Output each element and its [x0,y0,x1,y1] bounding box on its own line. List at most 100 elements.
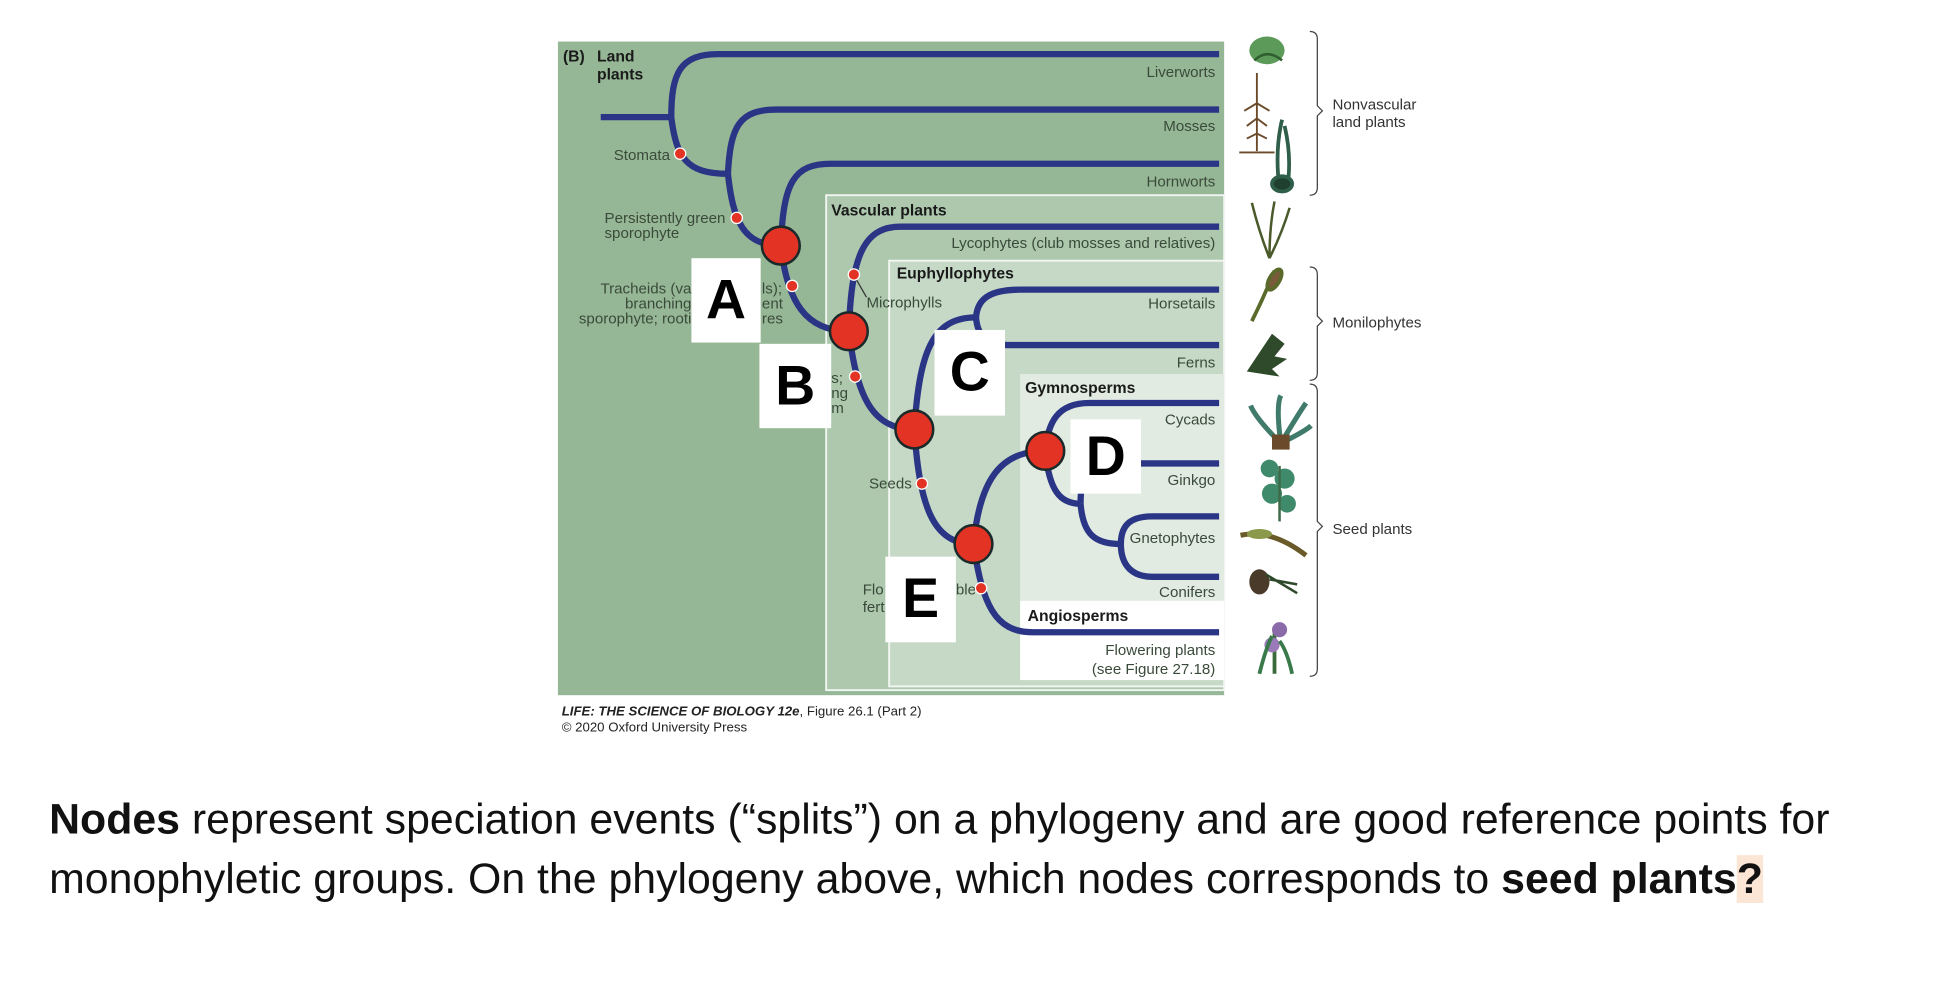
trait-tracheids-b: ls); [762,280,782,297]
brace-nonvascular [1309,30,1324,196]
node-b[interactable] [828,311,869,352]
branch-horsetails [972,286,1220,318]
trait-persistent-green: Persistently green [605,210,726,227]
branch-liverworts [668,51,1220,118]
trait-flowers: Flo [863,581,884,598]
group-seed-plants: Seed plants [1332,521,1412,538]
brace-monilophytes [1309,266,1324,381]
group-braces [1309,30,1324,677]
taxon-horsetails: Horsetails [1148,296,1216,313]
trait-tracheids: Tracheids (va [600,280,692,297]
trait-flowers-2: fert [863,599,886,616]
land-plants-title-2: plants [597,66,644,83]
taxon-gnetophytes: Gnetophytes [1130,530,1216,547]
trait-dot [915,477,929,490]
question-bold-nodes: Nodes [49,795,180,844]
moss-icon [1239,73,1275,154]
ginkgo-icon [1260,459,1296,522]
clade-angiosperms: Angiosperms [1028,608,1129,625]
node-c[interactable] [894,409,935,450]
land-plants-title: Land [597,49,635,66]
node-a[interactable] [760,225,801,266]
trait-tracheids-2b: ent [762,296,784,313]
taxon-cycads: Cycads [1165,411,1216,428]
clade-vascular: Vascular plants [831,202,947,219]
branch-hornworts [777,160,1220,246]
taxon-hornworts: Hornworts [1146,173,1215,190]
node-d[interactable] [1025,430,1066,472]
taxon-labels: Liverworts Mosses Hornworts Lycophytes (… [951,64,1215,678]
branch-monilophytes [911,314,977,430]
caption-title: LIFE: THE SCIENCE OF BIOLOGY 12e [561,704,800,720]
branch-gnetophytes [1117,513,1220,545]
trait-partial: s; [831,370,843,387]
node-label-c: C [934,329,1006,416]
taxon-flowering-note: (see Figure 27.18) [1092,661,1215,678]
horsetail-icon [1250,267,1284,322]
panel-label: (B) [563,49,585,66]
conifer-icon [1249,569,1298,595]
trait-dot [673,147,687,160]
microphylls-leader [855,279,868,298]
figure-caption: LIFE: THE SCIENCE OF BIOLOGY 12e, Figure… [562,704,922,737]
node-label-a: A [691,258,761,343]
trait-tracheids-3: sporophyte; rooti [579,311,692,328]
branch-lycophytes [845,223,1220,332]
trait-tracheids-2: branching [625,296,691,313]
trait-dot [785,279,799,293]
plant-illustrations [1239,36,1313,675]
liverwort-icon [1249,36,1285,65]
phylogeny-figure: (B) Land plants Vascular plants Euphyllo… [557,30,1422,696]
taxon-ginkgo: Ginkgo [1167,472,1215,489]
branch-mosses [724,106,1220,174]
clade-gymnosperms: Gymnosperms [1025,380,1135,397]
lycophyte-icon [1250,201,1291,259]
taxon-lycophytes: Lycophytes (club mosses and relatives) [951,235,1215,252]
branch-angiosperms [970,543,1220,636]
taxon-mosses: Mosses [1163,118,1216,135]
trait-stomata: Stomata [614,147,671,164]
highlighted-nodes [760,225,1066,565]
taxon-flowering-plants: Flowering plants [1105,642,1215,659]
trait-persistent-green-2: sporophyte [605,225,680,242]
brace-seed-plants [1309,383,1324,677]
taxon-ferns: Ferns [1177,355,1216,372]
hornwort-icon [1270,119,1295,194]
caption-figure: , Figure 26.1 (Part 2) [799,704,922,720]
group-monilophytes: Monilophytes [1332,314,1421,331]
node-e[interactable] [953,523,994,565]
trait-dot [847,268,861,281]
trait-labels: Stomata Persistently green sporophyte Tr… [579,147,976,616]
trait-partial-2: ng [831,385,848,402]
taxon-conifers: Conifers [1159,584,1216,601]
fern-icon [1246,333,1288,377]
angiosperms-box [1020,600,1225,681]
trait-tracheids-3b: res [762,311,783,328]
trait-partial-3: m [831,400,844,417]
question-mark: ? [1736,855,1763,903]
branch-internal [668,116,728,177]
group-nonvascular-2: land plants [1332,114,1406,131]
group-nonvascular: Nonvascular [1332,97,1416,114]
question-text: Nodes represent speciation events (“spli… [49,791,1926,909]
trait-dot [974,581,988,595]
trait-flowers-b: ble [956,581,976,598]
clade-euphyllophytes: Euphyllophytes [897,265,1014,282]
trait-microphylls: Microphylls [866,294,942,311]
trait-seeds: Seeds [869,476,912,493]
node-label-d: D [1070,419,1142,494]
trait-dot [730,211,744,225]
question-body: represent speciation events (“splits”) o… [49,795,1830,903]
node-label-b: B [759,343,832,429]
branch-conifers [1117,543,1220,580]
branch-internal [1077,503,1121,548]
trait-markers [673,147,988,595]
cycad-icon [1248,394,1313,450]
node-label-e: E [885,556,956,643]
gnetophyte-icon [1240,528,1308,558]
caption-copyright: © 2020 Oxford University Press [561,720,748,736]
trait-dot [848,370,862,383]
taxon-liverworts: Liverworts [1146,64,1215,81]
question-bold-seed-plants: seed plants [1501,855,1737,903]
